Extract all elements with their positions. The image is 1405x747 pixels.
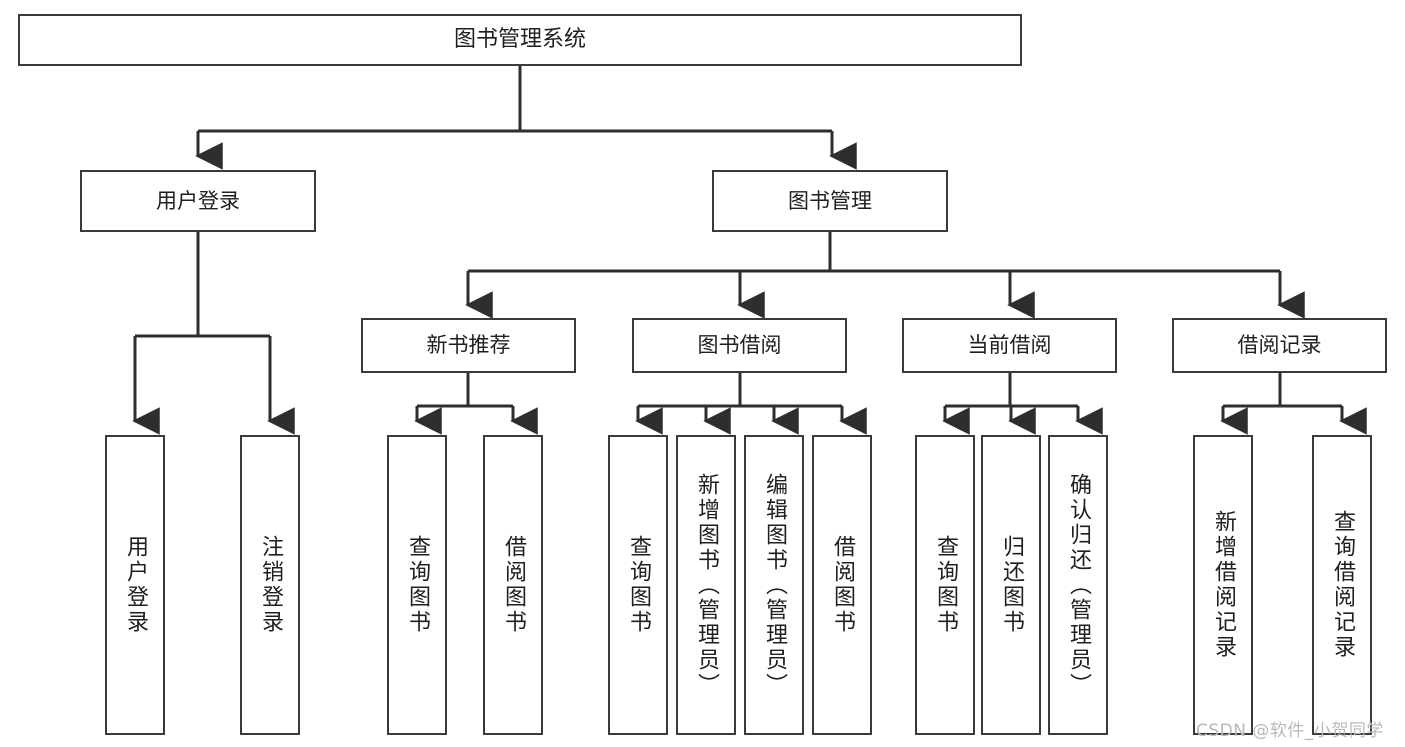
node-borrow-records[interactable]: 借阅记录 — [1172, 318, 1387, 373]
leaf-user-login-signout[interactable]: 注销登录 — [240, 435, 300, 735]
leaf-current-return-book[interactable]: 归还图书 — [981, 435, 1041, 735]
node-label: 查询图书 — [626, 535, 651, 635]
node-root-system[interactable]: 图书管理系统 — [18, 14, 1022, 66]
node-book-management[interactable]: 图书管理 — [712, 170, 948, 232]
node-label: 借阅图书 — [830, 535, 855, 635]
leaf-current-query-book[interactable]: 查询图书 — [915, 435, 975, 735]
leaf-borrow-add-book-admin[interactable]: 新增图书（管理员） — [676, 435, 736, 735]
leaf-user-login-signin[interactable]: 用户登录 — [105, 435, 165, 735]
node-label: 查询图书 — [405, 535, 430, 635]
node-label: 查询图书 — [933, 535, 958, 635]
node-label: 用户登录 — [123, 535, 148, 635]
leaf-current-confirm-return-admin[interactable]: 确认归还（管理员） — [1048, 435, 1108, 735]
node-user-login[interactable]: 用户登录 — [80, 170, 316, 232]
node-label: 图书管理 — [788, 188, 872, 213]
leaf-records-add-record[interactable]: 新增借阅记录 — [1193, 435, 1253, 735]
node-new-book-recommend[interactable]: 新书推荐 — [361, 318, 576, 373]
leaf-borrow-edit-book-admin[interactable]: 编辑图书（管理员） — [744, 435, 804, 735]
node-label: 新增图书（管理员） — [694, 472, 719, 698]
leaf-borrow-borrow-book[interactable]: 借阅图书 — [812, 435, 872, 735]
node-label: 图书借阅 — [697, 333, 782, 358]
node-label: 编辑图书（管理员） — [762, 472, 787, 698]
node-label: 查询借阅记录 — [1330, 510, 1355, 660]
csdn-watermark: CSDN @软件_小贺同学 — [1196, 721, 1384, 741]
node-current-borrow[interactable]: 当前借阅 — [902, 318, 1117, 373]
node-label: 图书管理系统 — [453, 27, 586, 53]
leaf-records-query-record[interactable]: 查询借阅记录 — [1312, 435, 1372, 735]
node-label: 注销登录 — [258, 535, 283, 635]
node-label: 当前借阅 — [967, 333, 1052, 358]
node-label: 借阅图书 — [501, 535, 526, 635]
node-label: 借阅记录 — [1237, 333, 1322, 358]
node-label: 新书推荐 — [426, 333, 511, 358]
leaf-new-book-query[interactable]: 查询图书 — [387, 435, 447, 735]
node-label: 新增借阅记录 — [1211, 510, 1236, 660]
node-book-borrow[interactable]: 图书借阅 — [632, 318, 847, 373]
node-label: 归还图书 — [999, 535, 1024, 635]
leaf-borrow-query-book[interactable]: 查询图书 — [608, 435, 668, 735]
node-label: 确认归还（管理员） — [1066, 472, 1091, 698]
leaf-new-book-borrow[interactable]: 借阅图书 — [483, 435, 543, 735]
node-label: 用户登录 — [156, 188, 240, 213]
